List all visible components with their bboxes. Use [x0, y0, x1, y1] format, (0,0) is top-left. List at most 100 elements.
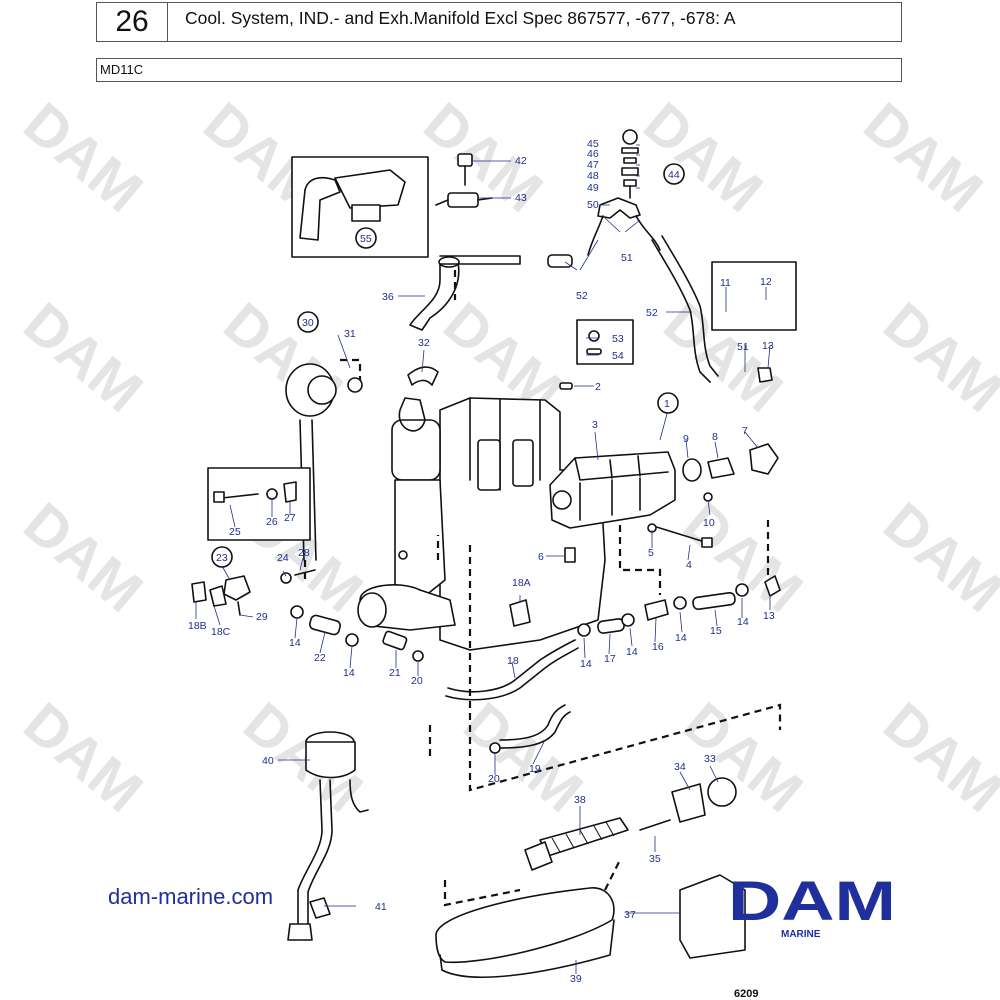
callout-18A: 18A	[512, 577, 531, 589]
callout-20-lower: 20	[488, 773, 500, 785]
callout-labels: 1 2 3 4 5 6 7 8 9 10 11 12 13 13 14 14 1…	[188, 138, 775, 985]
watermark-text: DAM	[212, 290, 355, 425]
callout-5: 5	[648, 547, 654, 559]
callout-43: 43	[515, 192, 527, 204]
vent-stack-45-49	[621, 129, 639, 199]
callout-49: 49	[587, 182, 599, 194]
circled-callouts	[211, 163, 685, 568]
callout-42: 42	[515, 155, 527, 167]
callout-13-lower: 13	[763, 610, 775, 622]
callout-29: 29	[256, 611, 268, 623]
callout-50: 50	[587, 199, 599, 211]
callout-34: 34	[674, 761, 686, 773]
callout-15: 15	[710, 625, 722, 637]
callout-32: 32	[418, 337, 430, 349]
callout-2: 2	[595, 381, 601, 393]
watermark-text: DAM	[852, 90, 995, 225]
callout-25: 25	[229, 526, 241, 538]
callout-55: 55	[360, 233, 372, 245]
callout-47: 47	[587, 159, 599, 171]
inset-detail-11-12	[711, 261, 797, 331]
callout-33: 33	[704, 753, 716, 765]
callout-40: 40	[262, 755, 274, 767]
callout-14: 14	[343, 667, 355, 679]
inset-detail-55	[291, 156, 429, 258]
watermark-text: DAM	[872, 690, 1000, 825]
exhaust-silencer	[435, 777, 746, 978]
callout-19: 19	[529, 763, 541, 775]
callout-46: 46	[587, 148, 599, 160]
sea-water-filter	[287, 731, 369, 941]
callout-8: 8	[712, 431, 718, 443]
callout-18B: 18B	[188, 620, 207, 632]
watermark-text: DAM	[12, 690, 155, 825]
callout-17: 17	[604, 653, 616, 665]
callout-16: 16	[652, 641, 664, 653]
callout-39: 39	[570, 973, 582, 985]
drawing-number: 6209	[734, 988, 759, 1000]
callout-36: 36	[382, 291, 394, 303]
inset-detail-25-27	[207, 467, 311, 541]
inset-detail-53-54	[576, 319, 634, 365]
dam-logo: DAM	[728, 876, 896, 926]
callout-14: 14	[675, 632, 687, 644]
callout-21: 21	[389, 667, 401, 679]
callout-37: 37	[624, 909, 636, 921]
callout-22: 22	[314, 652, 326, 664]
callout-44: 44	[668, 169, 680, 181]
callout-52-right: 52	[646, 307, 658, 319]
watermark-text: DAM	[872, 290, 1000, 425]
watermark-text: DAM	[632, 90, 775, 225]
watermark-text: DAM	[412, 90, 555, 225]
page-title: Cool. System, IND.- and Exh.Manifold Exc…	[185, 8, 736, 28]
callout-7: 7	[742, 425, 748, 437]
engine-block	[357, 397, 606, 651]
callout-23: 23	[216, 552, 228, 564]
callout-13-upper: 13	[762, 340, 774, 352]
callout-18C: 18C	[211, 626, 231, 638]
callout-51-right: 51	[737, 341, 749, 353]
callout-11: 11	[720, 277, 731, 289]
website-url[interactable]: dam-marine.com	[108, 884, 274, 909]
callout-12: 12	[760, 276, 772, 288]
watermark-text: DAM	[12, 290, 155, 425]
watermark-text: DAM	[12, 490, 155, 625]
callout-45: 45	[587, 138, 599, 150]
callout-41: 41	[375, 901, 387, 913]
callout-10: 10	[703, 517, 715, 529]
callout-54: 54	[612, 350, 624, 362]
callout-35: 35	[649, 853, 661, 865]
callout-20-upper: 20	[411, 675, 423, 687]
callout-53: 53	[612, 333, 624, 345]
callout-26: 26	[266, 516, 278, 528]
callout-30: 30	[302, 317, 314, 329]
callout-14: 14	[626, 646, 638, 658]
callout-28: 28	[298, 547, 310, 559]
fittings-42-43	[435, 153, 493, 208]
callout-14: 14	[737, 616, 749, 628]
callout-52-top: 52	[576, 290, 588, 302]
callout-3: 3	[592, 419, 598, 431]
callout-38: 38	[574, 794, 586, 806]
page-number: 26	[97, 3, 168, 41]
leader-lines	[195, 144, 771, 974]
callout-48: 48	[587, 170, 599, 182]
header-bar: 26 Cool. System, IND.- and Exh.Manifold …	[96, 2, 902, 42]
brand-name: DAM	[728, 876, 896, 926]
watermark-text: DAM	[872, 490, 1000, 625]
model-bar: MD11C	[96, 58, 902, 82]
callout-51-top: 51	[621, 252, 633, 264]
callout-4: 4	[686, 559, 692, 571]
callout-27: 27	[284, 512, 296, 524]
callout-9: 9	[683, 433, 689, 445]
callout-18: 18	[507, 655, 519, 667]
callout-14: 14	[580, 658, 592, 670]
callout-14: 14	[289, 637, 301, 649]
callout-6: 6	[538, 551, 544, 563]
watermark-text: DAM	[12, 90, 155, 225]
brand-subtitle: MARINE	[781, 929, 821, 940]
exhaust-manifold	[549, 451, 676, 529]
callout-24: 24	[277, 552, 289, 564]
callout-31: 31	[344, 328, 356, 340]
